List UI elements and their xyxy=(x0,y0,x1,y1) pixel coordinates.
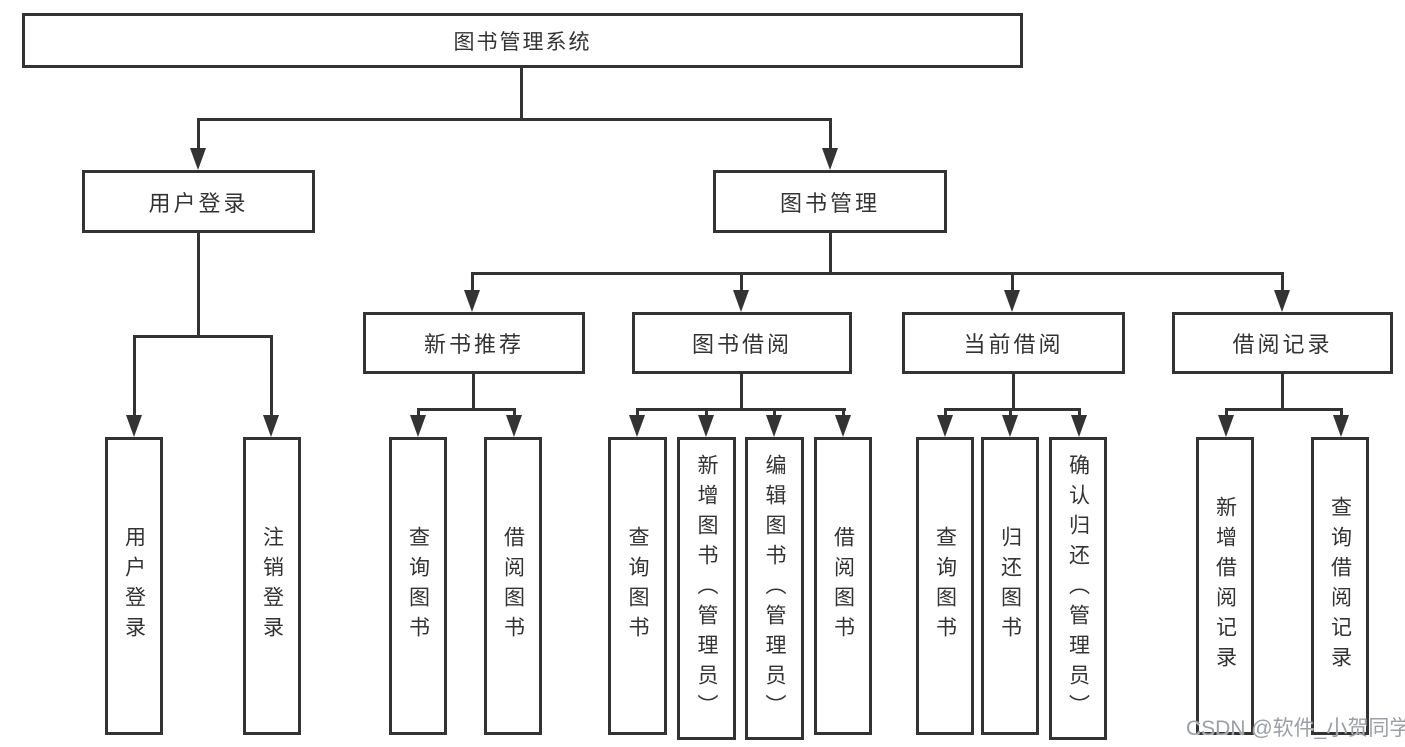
node-library-management-system: 图书管理系统 xyxy=(22,13,1023,68)
arrowhead-down-icon xyxy=(1274,290,1290,312)
connector-line xyxy=(513,408,516,417)
connector-line xyxy=(472,374,475,408)
connector-line xyxy=(1011,272,1014,292)
connector-line xyxy=(133,335,136,417)
node-label: 用户登录 xyxy=(148,190,249,216)
connector-line xyxy=(1340,408,1343,417)
connector-line xyxy=(842,408,845,417)
arrowhead-down-icon xyxy=(766,415,782,437)
connector-line xyxy=(829,233,832,272)
connector-line xyxy=(636,408,846,411)
node-label: 注销登录 xyxy=(260,526,284,646)
arrowhead-down-icon xyxy=(937,415,953,437)
leaf-borrow-books: 借阅图书 xyxy=(484,437,542,735)
connector-line xyxy=(520,68,523,118)
arrowhead-down-icon xyxy=(822,148,838,170)
leaf-query-books: 查询图书 xyxy=(389,437,447,735)
connector-line xyxy=(471,272,1284,275)
connector-line xyxy=(636,408,639,417)
connector-line xyxy=(471,272,474,292)
arrowhead-down-icon xyxy=(1218,415,1234,437)
connector-line xyxy=(1225,408,1343,411)
arrowhead-down-icon xyxy=(698,415,714,437)
node-label: 图书管理 xyxy=(779,190,880,216)
connector-line xyxy=(417,408,420,417)
connector-line xyxy=(270,335,273,417)
node-current-borrow: 当前借阅 xyxy=(902,312,1125,374)
connector-line xyxy=(1225,408,1228,417)
connector-line xyxy=(417,408,516,411)
leaf-edit-books-admin: 编辑图书（管理员） xyxy=(745,437,804,740)
connector-line xyxy=(1009,408,1012,417)
node-borrow-records: 借阅记录 xyxy=(1172,312,1393,374)
arrowhead-down-icon xyxy=(410,415,426,437)
connector-line xyxy=(944,408,1081,411)
connector-line xyxy=(705,408,708,417)
arrowhead-down-icon xyxy=(126,415,142,437)
node-label: 归还图书 xyxy=(998,526,1022,646)
connector-line xyxy=(944,408,947,417)
connector-line xyxy=(197,233,200,335)
node-label: 查询借阅记录 xyxy=(1328,496,1352,676)
connector-line xyxy=(1012,374,1015,408)
leaf-query-borrow-record: 查询借阅记录 xyxy=(1311,437,1369,735)
connector-line xyxy=(773,408,776,417)
connector-line xyxy=(197,118,832,121)
leaf-add-borrow-record: 新增借阅记录 xyxy=(1196,437,1254,735)
node-label: 借阅记录 xyxy=(1232,332,1333,357)
leaf-return-books: 归还图书 xyxy=(981,437,1039,735)
arrowhead-down-icon xyxy=(733,290,749,312)
leaf-borrow-books: 借阅图书 xyxy=(814,437,872,735)
node-book-borrow: 图书借阅 xyxy=(632,312,852,374)
node-label: 新增图书（管理员） xyxy=(695,453,718,724)
leaf-query-books: 查询图书 xyxy=(608,437,667,735)
node-new-book-recommend: 新书推荐 xyxy=(363,312,585,374)
arrowhead-down-icon xyxy=(629,415,645,437)
node-label: 用户登录 xyxy=(122,526,146,646)
csdn-watermark: CSDN @软件_小贺同学 xyxy=(1186,717,1405,740)
node-label: 查询图书 xyxy=(406,526,430,646)
connector-line xyxy=(133,335,273,338)
arrowhead-down-icon xyxy=(1333,415,1349,437)
arrowhead-down-icon xyxy=(506,415,522,437)
node-label: 查询图书 xyxy=(933,526,957,646)
node-label: 图书管理系统 xyxy=(453,30,592,54)
connector-line xyxy=(740,374,743,408)
node-label: 借阅图书 xyxy=(501,526,525,646)
node-label: 图书借阅 xyxy=(691,332,792,357)
connector-line xyxy=(1281,272,1284,292)
arrowhead-down-icon xyxy=(1004,290,1020,312)
connector-line xyxy=(740,272,743,292)
arrowhead-down-icon xyxy=(1002,415,1018,437)
arrowhead-down-icon xyxy=(835,415,851,437)
node-label: 确认归还（管理员） xyxy=(1066,453,1090,724)
arrowhead-down-icon xyxy=(1071,415,1087,437)
leaf-confirm-return-admin: 确认归还（管理员） xyxy=(1049,437,1107,740)
node-label: 查询图书 xyxy=(626,526,649,646)
arrowhead-down-icon xyxy=(263,415,279,437)
connector-line xyxy=(1078,408,1081,417)
leaf-query-books: 查询图书 xyxy=(916,437,974,735)
leaf-user-login: 用户登录 xyxy=(105,437,163,735)
connector-line xyxy=(197,118,200,150)
arrowhead-down-icon xyxy=(190,148,206,170)
node-label: 当前借阅 xyxy=(963,332,1064,357)
leaf-add-books-admin: 新增图书（管理员） xyxy=(677,437,736,740)
arrowhead-down-icon xyxy=(464,290,480,312)
connector-line xyxy=(1281,374,1284,408)
leaf-logout: 注销登录 xyxy=(243,437,301,735)
node-label: 新增借阅记录 xyxy=(1213,496,1237,676)
node-user-login: 用户登录 xyxy=(82,170,315,233)
node-label: 编辑图书（管理员） xyxy=(763,453,786,724)
node-label: 借阅图书 xyxy=(831,526,855,646)
connector-line xyxy=(829,118,832,150)
node-label: 新书推荐 xyxy=(423,332,524,357)
node-book-management: 图书管理 xyxy=(713,170,947,233)
